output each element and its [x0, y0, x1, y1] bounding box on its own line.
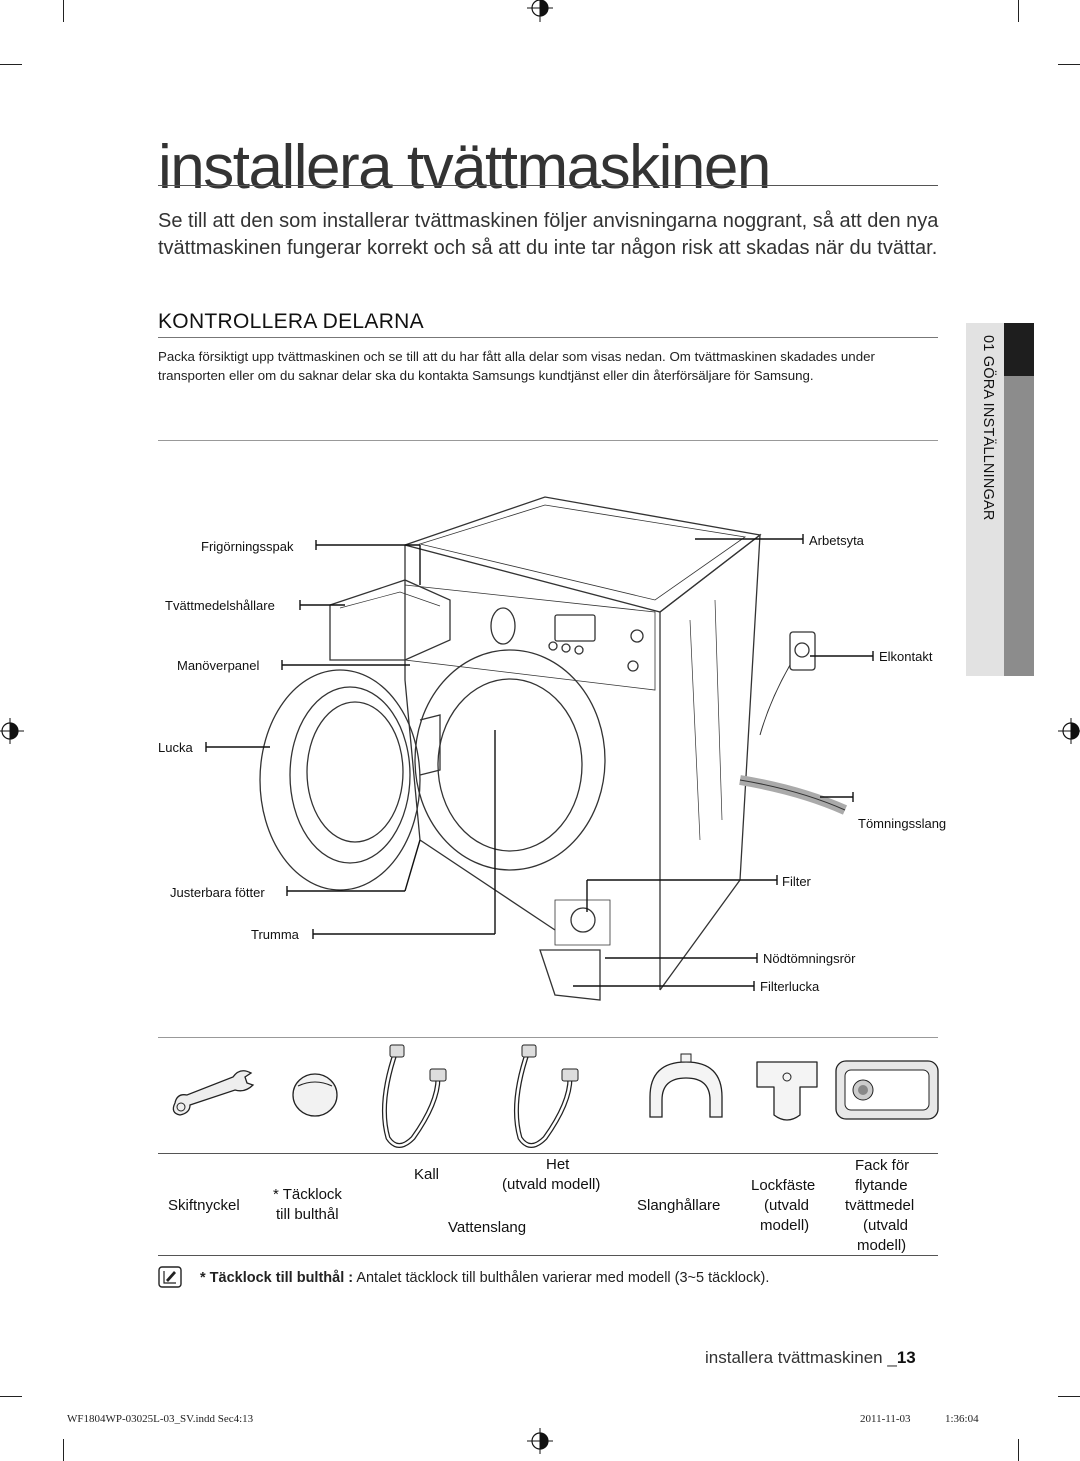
crop-mark	[1058, 64, 1080, 65]
crop-mark	[1018, 0, 1019, 22]
chapter-tab-background	[966, 323, 1004, 676]
chapter-tab-strip	[1004, 376, 1034, 676]
part-label-spanner: Skiftnyckel	[168, 1197, 240, 1214]
note-text: * Täcklock till bulthål : Antalet täcklo…	[200, 1270, 769, 1286]
part-label-bolt-cap-line1: * Täcklock	[273, 1186, 342, 1203]
parts-top-rule	[158, 1037, 938, 1038]
label-emergency-drain: Nödtömningsrör	[763, 951, 856, 966]
label-power-plug: Elkontakt	[879, 649, 933, 664]
part-label-bolt-cap-line2: till bulthål	[276, 1206, 339, 1223]
part-label-hose-holder: Slanghållare	[637, 1197, 721, 1214]
part-label-liquid-line2: flytande	[855, 1177, 908, 1194]
imprint-file: WF1804WP-03025L-03_SV.indd Sec4:13	[67, 1413, 254, 1425]
part-label-liquid-line3: tvättmedel	[845, 1197, 915, 1214]
spanner-icon	[172, 1070, 255, 1116]
parts-bottom-rule	[158, 1255, 938, 1256]
crop-mark	[0, 64, 22, 65]
part-label-liquid-line4: (utvald	[863, 1217, 909, 1234]
footer-label: installera tvättmaskinen _	[705, 1348, 897, 1367]
part-label-hot-line1: Het	[546, 1156, 570, 1173]
part-label-water-hose: Vattenslang	[448, 1219, 527, 1236]
section-title: KONTROLLERA DELARNA	[158, 310, 424, 333]
imprint-time: 1:36:04	[945, 1413, 979, 1425]
cold-water-hose-icon	[381, 1044, 447, 1148]
registration-mark-left	[0, 718, 24, 744]
page-title: installera tvättmaskinen	[158, 133, 771, 202]
note-icon	[158, 1266, 182, 1288]
hot-water-hose-icon	[513, 1044, 579, 1148]
section-body: Packa försiktigt upp tvättmaskinen och s…	[158, 349, 875, 383]
lock-cap-icon	[756, 1061, 818, 1121]
title-divider	[158, 185, 938, 186]
crop-mark	[1058, 1396, 1080, 1397]
crop-mark	[63, 0, 64, 22]
chapter-tab-marker	[1004, 323, 1034, 376]
registration-mark-right	[1058, 718, 1080, 744]
diagram-top-rule	[158, 440, 938, 441]
registration-mark-top	[527, 0, 553, 22]
label-drum: Trumma	[251, 927, 299, 942]
section-divider	[158, 337, 938, 338]
page-footer: installera tvättmaskinen _13	[705, 1348, 916, 1368]
crop-mark	[63, 1439, 64, 1461]
part-label-liquid-line5: modell)	[857, 1237, 907, 1254]
intro-paragraph: Se till att den som installerar tvättmas…	[158, 210, 939, 259]
label-release-lever: Frigörningsspak	[201, 539, 294, 554]
part-label-lock-cap-line1: Lockfäste	[751, 1177, 816, 1194]
label-filter-cover: Filterlucka	[760, 979, 820, 994]
label-control-panel: Manöverpanel	[177, 658, 260, 673]
note-body: Antalet täcklock till bulthålen varierar…	[353, 1270, 770, 1286]
parts-mid-rule	[158, 1153, 938, 1154]
bolt-cap-icon	[292, 1073, 338, 1117]
page-number: 13	[896, 1348, 916, 1367]
label-drain-hose: Tömningsslang	[858, 816, 947, 831]
label-detergent-drawer: Tvättmedelshållare	[165, 598, 275, 613]
label-filter: Filter	[782, 874, 811, 889]
label-worktop: Arbetsyta	[809, 533, 864, 548]
registration-mark-bottom	[527, 1428, 553, 1454]
note-bold: * Täcklock till bulthål :	[200, 1270, 354, 1286]
part-label-cold: Kall	[414, 1166, 440, 1183]
part-label-hot-line2: (utvald modell)	[502, 1176, 601, 1193]
crop-mark	[0, 1396, 22, 1397]
part-label-lock-cap-line3: modell)	[760, 1217, 810, 1234]
chapter-tab-label: 01 GÖRA INSTÄLLNINGAR	[980, 335, 996, 521]
crop-mark	[1018, 1439, 1019, 1461]
part-label-lock-cap-line2: (utvald	[764, 1197, 810, 1214]
hose-holder-icon	[649, 1053, 723, 1118]
label-door: Lucka	[158, 740, 193, 755]
part-label-liquid-line1: Fack för	[855, 1157, 910, 1174]
liquid-detergent-compartment-icon	[835, 1060, 939, 1120]
label-adjustable-feet: Justerbara fötter	[170, 885, 265, 900]
imprint-date: 2011-11-03	[860, 1413, 911, 1425]
